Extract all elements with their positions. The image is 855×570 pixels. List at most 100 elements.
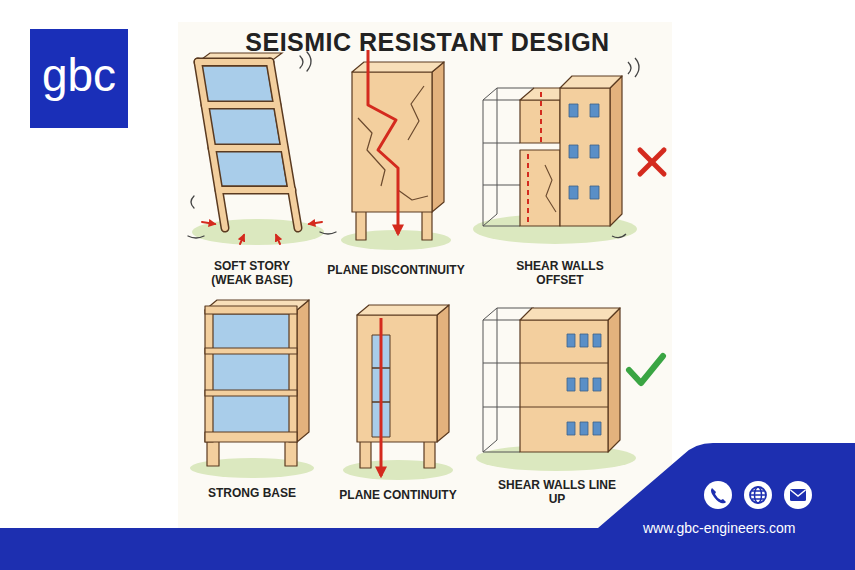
offset-walls-building — [628, 62, 631, 74]
offset-walls-building — [640, 150, 664, 174]
offset-walls-building — [610, 76, 622, 226]
caption-text: PLANE CONTINUITY — [323, 488, 473, 502]
soft-story-building — [320, 232, 336, 234]
offset-walls-building — [560, 76, 622, 88]
soft-story-building — [202, 222, 322, 244]
contact-panel: www.gbc-engineers.com — [598, 443, 855, 570]
soft-story-building — [198, 59, 270, 65]
offset-walls-building — [569, 186, 578, 199]
discontinuous-tower — [432, 62, 444, 212]
offset-walls-building — [590, 186, 599, 199]
caption-text: PLANE DISCONTINUITY — [311, 263, 481, 277]
strong-base-building — [190, 300, 314, 478]
aligned-walls-building — [520, 363, 608, 407]
strong-base-building — [289, 310, 297, 442]
offset-walls-building — [612, 58, 639, 238]
aligned-walls-building — [580, 422, 588, 435]
soft-story-building — [198, 62, 298, 228]
strong-base-building — [205, 306, 297, 314]
soft-story-building — [309, 222, 322, 224]
soft-story-building — [276, 235, 280, 244]
aligned-walls-building — [593, 334, 601, 347]
offset-walls-building — [473, 58, 664, 244]
aligned-walls-building — [567, 378, 575, 391]
continuous-tower — [357, 315, 437, 442]
panel-background — [178, 22, 672, 528]
aligned-walls-building — [593, 422, 601, 435]
globe-icon — [750, 487, 766, 503]
continuous-tower — [380, 318, 383, 476]
contact-icons — [700, 478, 815, 512]
soft-story-building — [192, 219, 324, 245]
aligned-walls-building — [567, 334, 601, 435]
offset-walls-building — [528, 92, 541, 222]
strong-base-building — [285, 440, 297, 466]
title-text: SEISMIC RESISTANT DESIGN — [0, 29, 855, 57]
strong-base-building — [297, 300, 309, 442]
offset-walls-building — [569, 104, 578, 117]
aligned-walls-building — [608, 308, 620, 452]
globe-icon — [744, 481, 772, 509]
offset-walls-building — [640, 150, 664, 174]
aligned-walls-building — [580, 378, 588, 391]
discontinuous-tower — [408, 86, 424, 140]
strong-base-building — [205, 348, 297, 354]
soft-story-building — [191, 196, 194, 208]
soft-story-building — [188, 236, 204, 238]
continuous-tower — [360, 440, 371, 468]
offset-walls-building — [590, 104, 599, 117]
aligned-walls-building — [593, 378, 601, 391]
soft-story-building — [205, 101, 277, 110]
strong-base-building — [207, 440, 219, 466]
strong-base-building — [205, 432, 297, 442]
panel-shape — [598, 443, 855, 570]
soft-story-building — [212, 144, 284, 153]
caption-text: SHEAR WALLS LINE UP — [498, 478, 616, 507]
discontinuous-tower — [341, 50, 451, 250]
soft-story-building — [205, 102, 277, 108]
panel-shape — [598, 443, 855, 570]
offset-walls-building — [560, 88, 610, 226]
continuous-tower — [357, 305, 449, 315]
phone-icon — [711, 488, 726, 503]
offset-walls-building — [527, 154, 529, 222]
caption-text: SOFT STORY (WEAK BASE) — [193, 259, 311, 288]
soft-story-building — [188, 52, 336, 238]
aligned-walls-building — [520, 320, 608, 452]
discontinuous-tower — [356, 210, 366, 240]
offset-walls-building — [590, 145, 599, 158]
soft-story-building — [219, 187, 292, 193]
offset-walls-building — [635, 58, 639, 77]
offset-walls-building — [640, 150, 664, 174]
soft-story-building — [202, 222, 215, 224]
phone-icon — [704, 481, 732, 509]
strong-base-building — [205, 306, 297, 442]
discontinuous-tower — [398, 190, 428, 200]
offset-walls-building — [569, 145, 578, 158]
panel-background — [178, 22, 672, 528]
logo-text: gbc — [42, 50, 116, 101]
globe-icon — [744, 481, 772, 509]
phone-icon — [704, 481, 732, 509]
offset-walls-building — [520, 150, 560, 226]
discontinuous-tower — [422, 210, 432, 240]
caption-text: SHEAR WALLS OFFSET — [501, 259, 619, 288]
mail-icon — [784, 481, 812, 509]
soft-story-building — [212, 145, 284, 151]
offset-walls-building — [545, 165, 556, 212]
offset-walls-building — [612, 234, 626, 238]
soft-story-building — [219, 186, 292, 195]
soft-story-building — [188, 52, 336, 245]
aligned-walls-building — [476, 308, 663, 471]
strong-base-building — [212, 314, 292, 436]
mail-icon — [790, 489, 806, 501]
caption-text: STRONG BASE — [177, 486, 327, 500]
website-url: www.gbc-engineers.com — [643, 521, 796, 536]
continuous-tower — [424, 440, 435, 468]
continuous-tower — [437, 305, 449, 442]
strong-base-building — [205, 390, 297, 396]
aligned-walls-building — [580, 334, 588, 347]
aligned-walls-building — [520, 308, 620, 320]
globe-icon — [750, 491, 766, 499]
